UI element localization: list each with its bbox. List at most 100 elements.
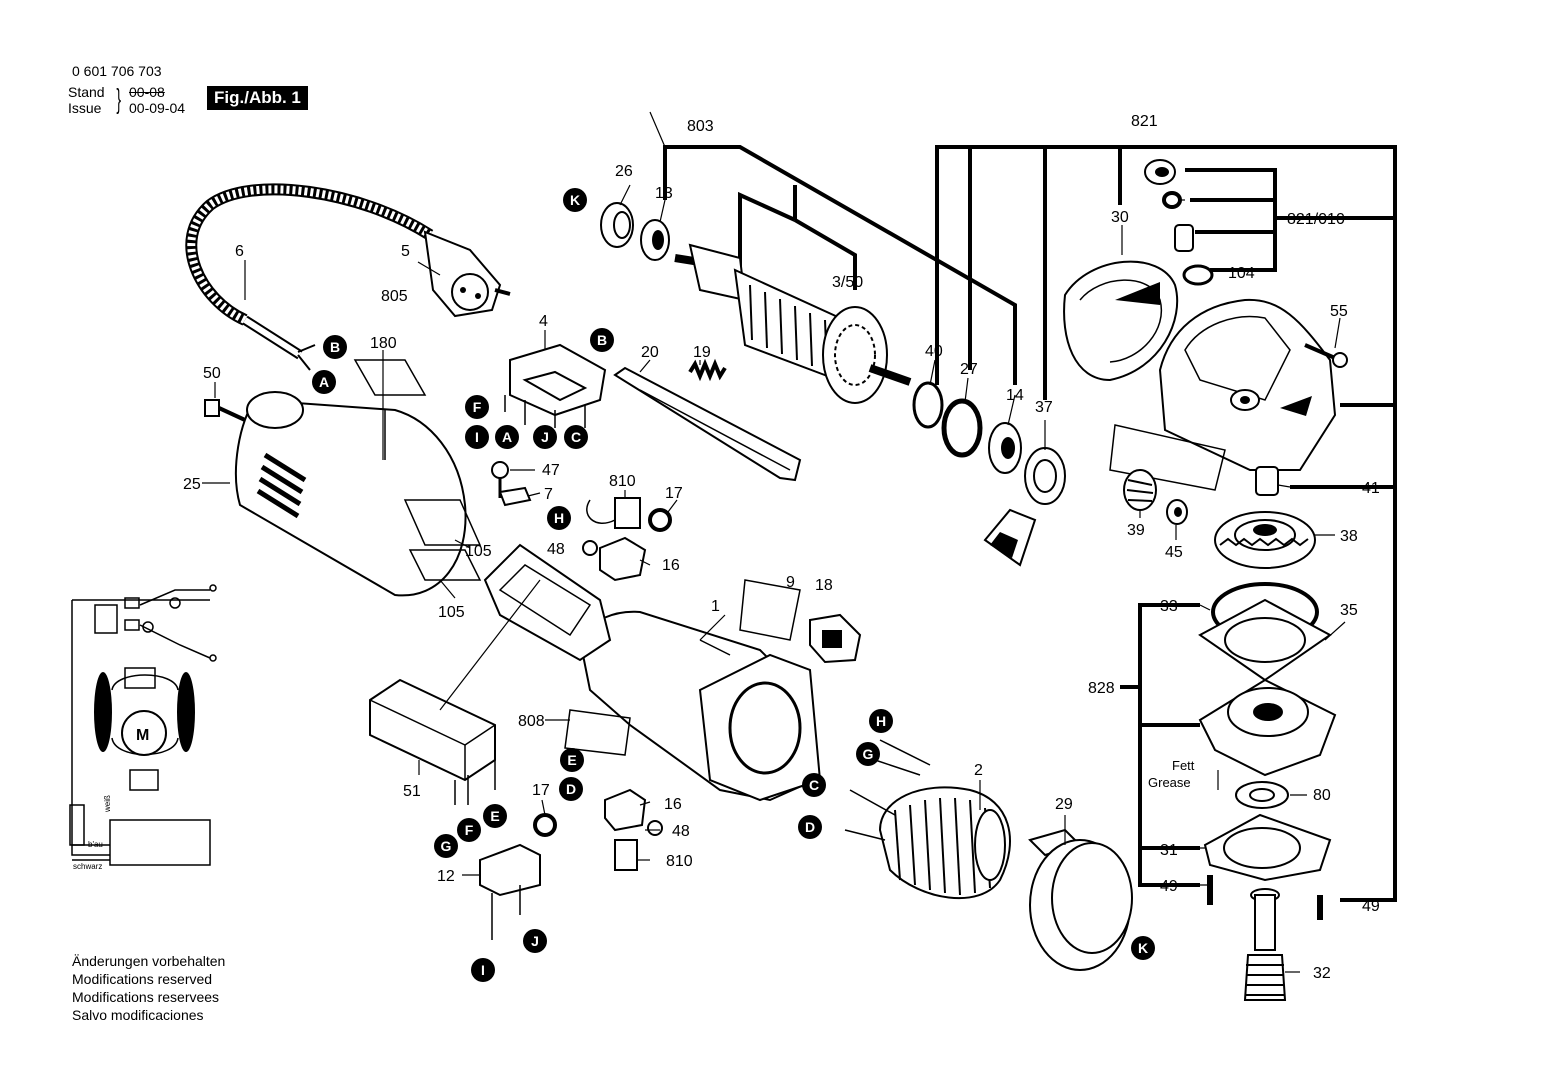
group-bracket-821-010 (1185, 168, 1395, 272)
svg-text:I: I (475, 429, 479, 445)
motor-symbol-label: M (136, 727, 149, 744)
part-label: 7 (544, 486, 553, 503)
power-cord (185, 183, 434, 371)
svg-text:I: I (481, 962, 485, 978)
svg-text:E: E (567, 752, 576, 768)
svg-text:K: K (570, 192, 580, 208)
part-label: 821/010 (1287, 211, 1345, 228)
switch-rod-20 (613, 366, 802, 482)
part-label: 26 (615, 163, 633, 180)
svg-text:A: A (502, 429, 512, 445)
note-fr: Modifications reservees (72, 989, 220, 1005)
connector-marker: B (590, 328, 614, 352)
svg-text:D: D (566, 781, 576, 797)
brush-holder-inset (983, 508, 1037, 567)
svg-text:F: F (473, 399, 482, 415)
bearing-flange-828 (1198, 678, 1337, 777)
stand-label: Stand (68, 84, 105, 100)
part-label: 47 (542, 462, 560, 479)
svg-text:A: A (319, 374, 329, 390)
field-coil-2 (878, 786, 1011, 900)
connector-marker: H (547, 506, 571, 530)
part-label: 19 (693, 344, 711, 361)
spindle-lock-pin (1174, 224, 1194, 252)
brush-holder-16 (599, 536, 647, 832)
part-label: 25 (183, 476, 201, 493)
part-label: 2 (974, 762, 983, 779)
part-label: 828 (1088, 680, 1115, 697)
part-label: 37 (1035, 399, 1053, 416)
part-label: 35 (1340, 602, 1358, 619)
connector-marker: B (323, 335, 347, 359)
wire-label-blue: b'au (88, 840, 103, 849)
connector-marker: I (465, 425, 489, 449)
part-label: 17 (665, 485, 683, 502)
circlip-40 (912, 381, 944, 429)
part-label: 80 (1313, 787, 1331, 804)
guard-29 (1028, 828, 1133, 971)
svg-text:G: G (441, 838, 452, 854)
part-label: 32 (1313, 965, 1331, 982)
connector-marker: H (869, 709, 893, 733)
part-label: 16 (662, 557, 680, 574)
mains-plug (423, 230, 511, 318)
connector-marker: E (483, 804, 507, 828)
connector-marker: D (559, 777, 583, 801)
part-label: 31 (1160, 842, 1178, 859)
part-label: 1 (711, 598, 720, 615)
screw-48 (582, 540, 663, 836)
needle-bearing-41 (1255, 466, 1279, 496)
bearing-flange-30 (1063, 260, 1179, 382)
part-label: 51 (403, 783, 421, 800)
part-label: 12 (437, 868, 455, 885)
group-bracket-821 (935, 145, 1397, 902)
connector-marker: C (564, 425, 588, 449)
part-label: 38 (1340, 528, 1358, 545)
bearing-cup-37 (1024, 447, 1066, 505)
o-ring-104 (1182, 264, 1214, 286)
svg-text:J: J (541, 429, 549, 445)
capacitor-box-51 (369, 678, 496, 805)
svg-text:K: K (1138, 940, 1148, 956)
leader-lines (202, 111, 1346, 973)
part-label: 40 (925, 343, 943, 360)
svg-text:G: G (863, 746, 874, 762)
part-label: 805 (381, 288, 408, 305)
part-label: 9 (786, 574, 795, 591)
part-label: 18 (815, 577, 833, 594)
part-label: 17 (532, 782, 550, 799)
connector-marker: G (856, 742, 880, 766)
grease-label-en: Grease (1148, 775, 1191, 790)
connector-marker: D (798, 815, 822, 839)
part-label: 6 (235, 243, 244, 260)
note-en: Modifications reserved (72, 971, 213, 987)
suppressor-12 (479, 843, 541, 940)
connector-marker: J (523, 929, 547, 953)
part-label: 20 (641, 344, 659, 361)
svg-text:J: J (531, 933, 539, 949)
nut-45 (1166, 499, 1188, 525)
clip-7 (498, 486, 532, 507)
part-label: 48 (547, 541, 565, 558)
wire-label-black: schwarz (73, 862, 102, 871)
svg-text:B: B (597, 332, 607, 348)
connector-marker: I (471, 958, 495, 982)
part-label: 808 (518, 713, 545, 730)
screw-50 (204, 399, 246, 422)
issue-value: 00-09-04 (129, 100, 186, 116)
part-label: 14 (1006, 387, 1024, 404)
connector-marker: J (533, 425, 557, 449)
part-label: 105 (465, 543, 492, 560)
issue-label: Issue (68, 100, 102, 116)
part-label: 3/50 (832, 274, 863, 291)
modification-notes: Änderungen vorbehalten Modifications res… (72, 952, 225, 1024)
part-label: 29 (1055, 796, 1073, 813)
svg-text:C: C (571, 429, 581, 445)
switch-4 (504, 343, 607, 428)
connector-marker: F (465, 395, 489, 419)
svg-text:H: H (554, 510, 564, 526)
part-number: 0 601 706 703 (72, 63, 162, 79)
part-label: 50 (203, 365, 221, 382)
